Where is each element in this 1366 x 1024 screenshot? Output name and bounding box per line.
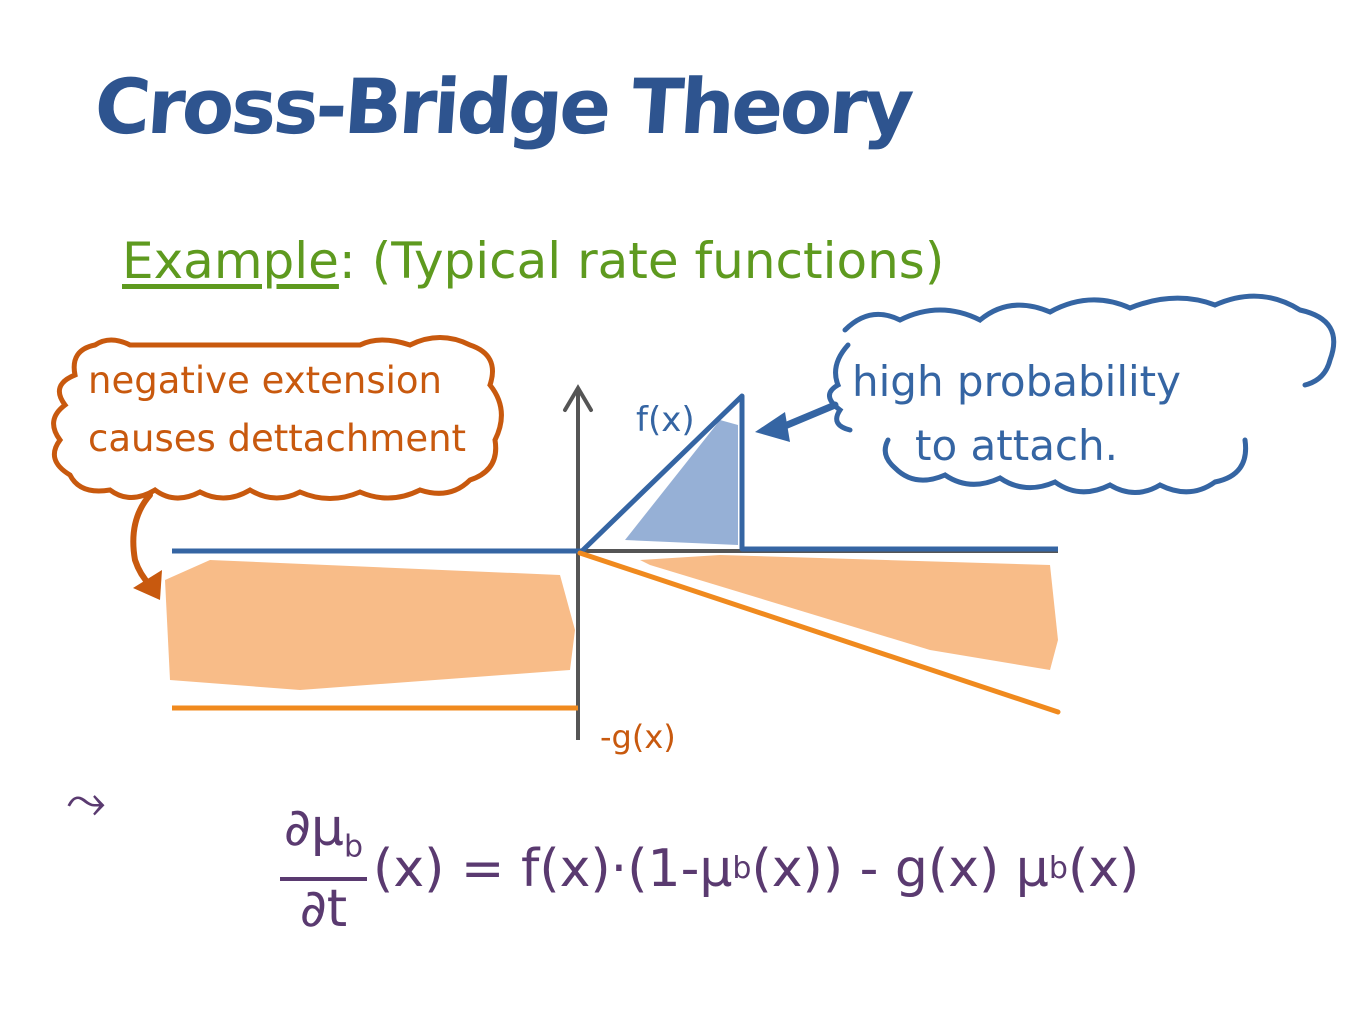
fraction-numerator: ∂μb	[280, 798, 368, 882]
g-label: -g(x)	[600, 718, 676, 756]
example-label: Example	[122, 232, 339, 290]
f-curve	[172, 393, 1058, 554]
rhs-part2: (x)) - g(x) μ	[751, 838, 1049, 899]
positive-note: high probability to attach.	[852, 350, 1181, 478]
negative-thought-cloud	[51, 335, 504, 501]
subtitle: Example: (Typical rate functions)	[122, 232, 944, 290]
numerator-text: ∂μ	[284, 798, 344, 858]
negative-pointer-arrow	[130, 492, 153, 588]
y-axis-arrow-icon	[563, 384, 593, 412]
rhs-subscript1: b	[732, 851, 752, 887]
rhs-subscript2: b	[1048, 851, 1068, 887]
subtitle-colon: :	[338, 232, 356, 290]
negative-note-line1: negative extension	[88, 359, 442, 402]
detachment-shading-right	[640, 555, 1058, 670]
attachment-shading	[625, 420, 738, 545]
positive-pointer-line	[776, 401, 839, 432]
rhs-part3: (x)	[1067, 838, 1140, 899]
negative-note-line2: causes dettachment	[88, 417, 467, 460]
derivative-fraction: ∂μb ∂t	[280, 798, 368, 940]
negative-arrowhead-icon	[133, 570, 162, 600]
page-title: Cross-Bridge Theory	[91, 62, 914, 151]
negative-note: negative extension causes dettachment	[88, 352, 466, 468]
positive-arrowhead-icon	[755, 412, 790, 442]
positive-note-line1: high probability	[852, 357, 1182, 406]
subtitle-body: (Typical rate functions)	[371, 232, 945, 290]
fraction-denominator: ∂t	[299, 879, 348, 940]
positive-thought-cloud	[827, 293, 1337, 495]
g-curve-right	[577, 550, 1061, 715]
lhs-argument: (x)	[373, 838, 445, 899]
implies-arrow-icon: ⤳	[66, 772, 106, 830]
detachment-shading-left	[165, 560, 575, 690]
f-label: f(x)	[636, 400, 695, 440]
rhs-part1: = f(x)·(1-μ	[444, 838, 733, 899]
positive-note-line2: to attach.	[915, 421, 1118, 470]
numerator-subscript: b	[343, 829, 364, 865]
